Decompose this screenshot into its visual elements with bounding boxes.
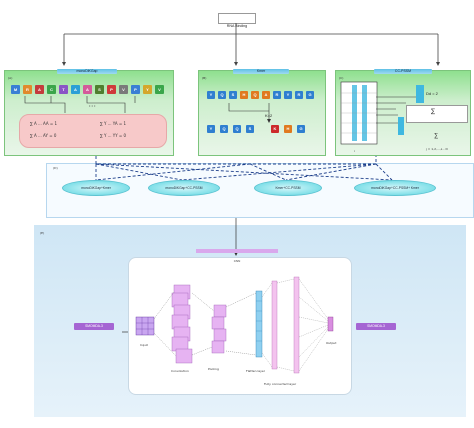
label-fc: Fully connected layer: [264, 382, 297, 386]
label-pooling: Pooling: [208, 367, 219, 371]
combo-2-label: monoDiKGap+CC-PSSM: [165, 186, 203, 190]
top-connectors: [62, 23, 440, 66]
sequence-a-residue: C: [47, 85, 56, 94]
label-output: Output: [326, 341, 337, 345]
sequence-a-residue: P: [107, 85, 116, 94]
combination-connectors: [95, 156, 393, 181]
panel-ccpssm: (C) CC-PSSM Dd = 2 ∑ ∑ j = 1,2,...,L - D…: [335, 69, 471, 156]
formula-box-c: ∑: [406, 105, 468, 123]
panel-a-tag: (A): [8, 76, 13, 80]
sequence-a-residue: R: [23, 85, 32, 94]
d-label: Dd = 2: [426, 91, 438, 96]
sequence-a-residue: V: [119, 85, 128, 94]
sequence-a-residue: V: [155, 85, 164, 94]
rna-binding-label: RNA Binding: [226, 24, 248, 28]
sequence-a-residue: S: [95, 85, 104, 94]
cnn-architecture: [135, 276, 334, 374]
k-label: K=2: [265, 113, 273, 118]
sequence-a-residue: A: [83, 85, 92, 94]
cnn-box: [128, 257, 352, 395]
input-grid: [135, 316, 155, 336]
sequence-b-residue: G: [306, 91, 314, 99]
panel-b-connectors: [228, 103, 271, 123]
kmer-piece: K: [271, 125, 279, 133]
kmer-piece: Q: [220, 125, 228, 133]
sequence-b-residue: Y: [284, 91, 292, 99]
panel-a-title: monoDiKGap: [57, 69, 117, 74]
sequence-b-residue: S: [229, 91, 237, 99]
sequence-a-residue: P: [131, 85, 140, 94]
sequence-a-residue: Y: [143, 85, 152, 94]
pssm-matrix: [340, 81, 378, 145]
formula-3: ∑ Y ... YA = 1: [100, 121, 127, 126]
combo-4: monoDiKGap+CC-PSSM+ Kmer: [354, 180, 436, 196]
label-convolution: Convolution: [171, 369, 189, 373]
panel-c-title: CC-PSSM: [374, 69, 432, 74]
index-label: j = 1,2,...,L - D: [426, 147, 448, 151]
sequence-b-residue: H: [240, 91, 248, 99]
panel-b-title: Kmer: [233, 69, 289, 74]
panel-c-tag: (C): [339, 76, 344, 80]
combo-1: monoDiKGap+Kmer: [62, 180, 130, 196]
cnn-title: CNN: [196, 249, 278, 263]
label-input: Input: [140, 343, 148, 347]
panel-d-tag: (D): [53, 166, 58, 170]
sequence-a-residue: A: [35, 85, 44, 94]
formula-4: ∑ Y ... YY = 0: [100, 133, 127, 138]
row-label: i: [354, 149, 355, 153]
sequence-b-residue: A: [262, 91, 270, 99]
formula-box: ∑ A ... AA = 1 ∑ A ... AY = 0 ∑ Y ... YA…: [19, 114, 167, 148]
sequence-b-residue: R: [295, 91, 303, 99]
sequence-b-residue: Y: [207, 91, 215, 99]
sequence-b-residue: Q: [218, 91, 226, 99]
kmer-piece: Q: [233, 125, 241, 133]
panel-b-tag: (B): [202, 76, 207, 80]
kmer-piece: Y: [207, 125, 215, 133]
sequence-a-residue: T: [59, 85, 68, 94]
left-smomda-tag: SMOMDA-3: [74, 323, 114, 330]
formula-2: ∑ A ... AY = 0: [30, 133, 57, 138]
combo-3-label: Kmer+CC-PSSM: [275, 186, 301, 190]
sequence-a-residue: M: [11, 85, 20, 94]
combo-1-label: monoDiKGap+Kmer: [81, 186, 111, 190]
formula-1: ∑ A ... AA = 1: [30, 121, 58, 126]
kmer-piece: S: [246, 125, 254, 133]
sequence-a-residue: A: [71, 85, 80, 94]
label-flatten: Flatten layer: [246, 369, 265, 373]
sum-symbol: ∑: [431, 108, 436, 115]
sum-bottom: ∑: [434, 133, 439, 139]
cnn-title-label: CNN: [233, 259, 241, 263]
flatten-layer: [225, 290, 263, 358]
rna-binding-box: RNA Binding: [218, 13, 256, 28]
combo-2: monoDiKGap+CC-PSSM: [148, 180, 220, 196]
kmer-piece: G: [297, 125, 305, 133]
combo-3: Kmer+CC-PSSM: [254, 180, 322, 196]
sequence-b-residue: R: [273, 91, 281, 99]
svg-text:• • •: • • •: [89, 103, 96, 108]
sequence-b-residue: Q: [251, 91, 259, 99]
kmer-piece: H: [284, 125, 292, 133]
panel-e-tag: (E): [40, 231, 45, 235]
right-smomda-tag: SMOMDA-3: [356, 323, 396, 330]
panel-a-connectors: • • •: [24, 96, 136, 113]
combo-4-label: monoDiKGap+CC-PSSM+ Kmer: [371, 186, 419, 190]
